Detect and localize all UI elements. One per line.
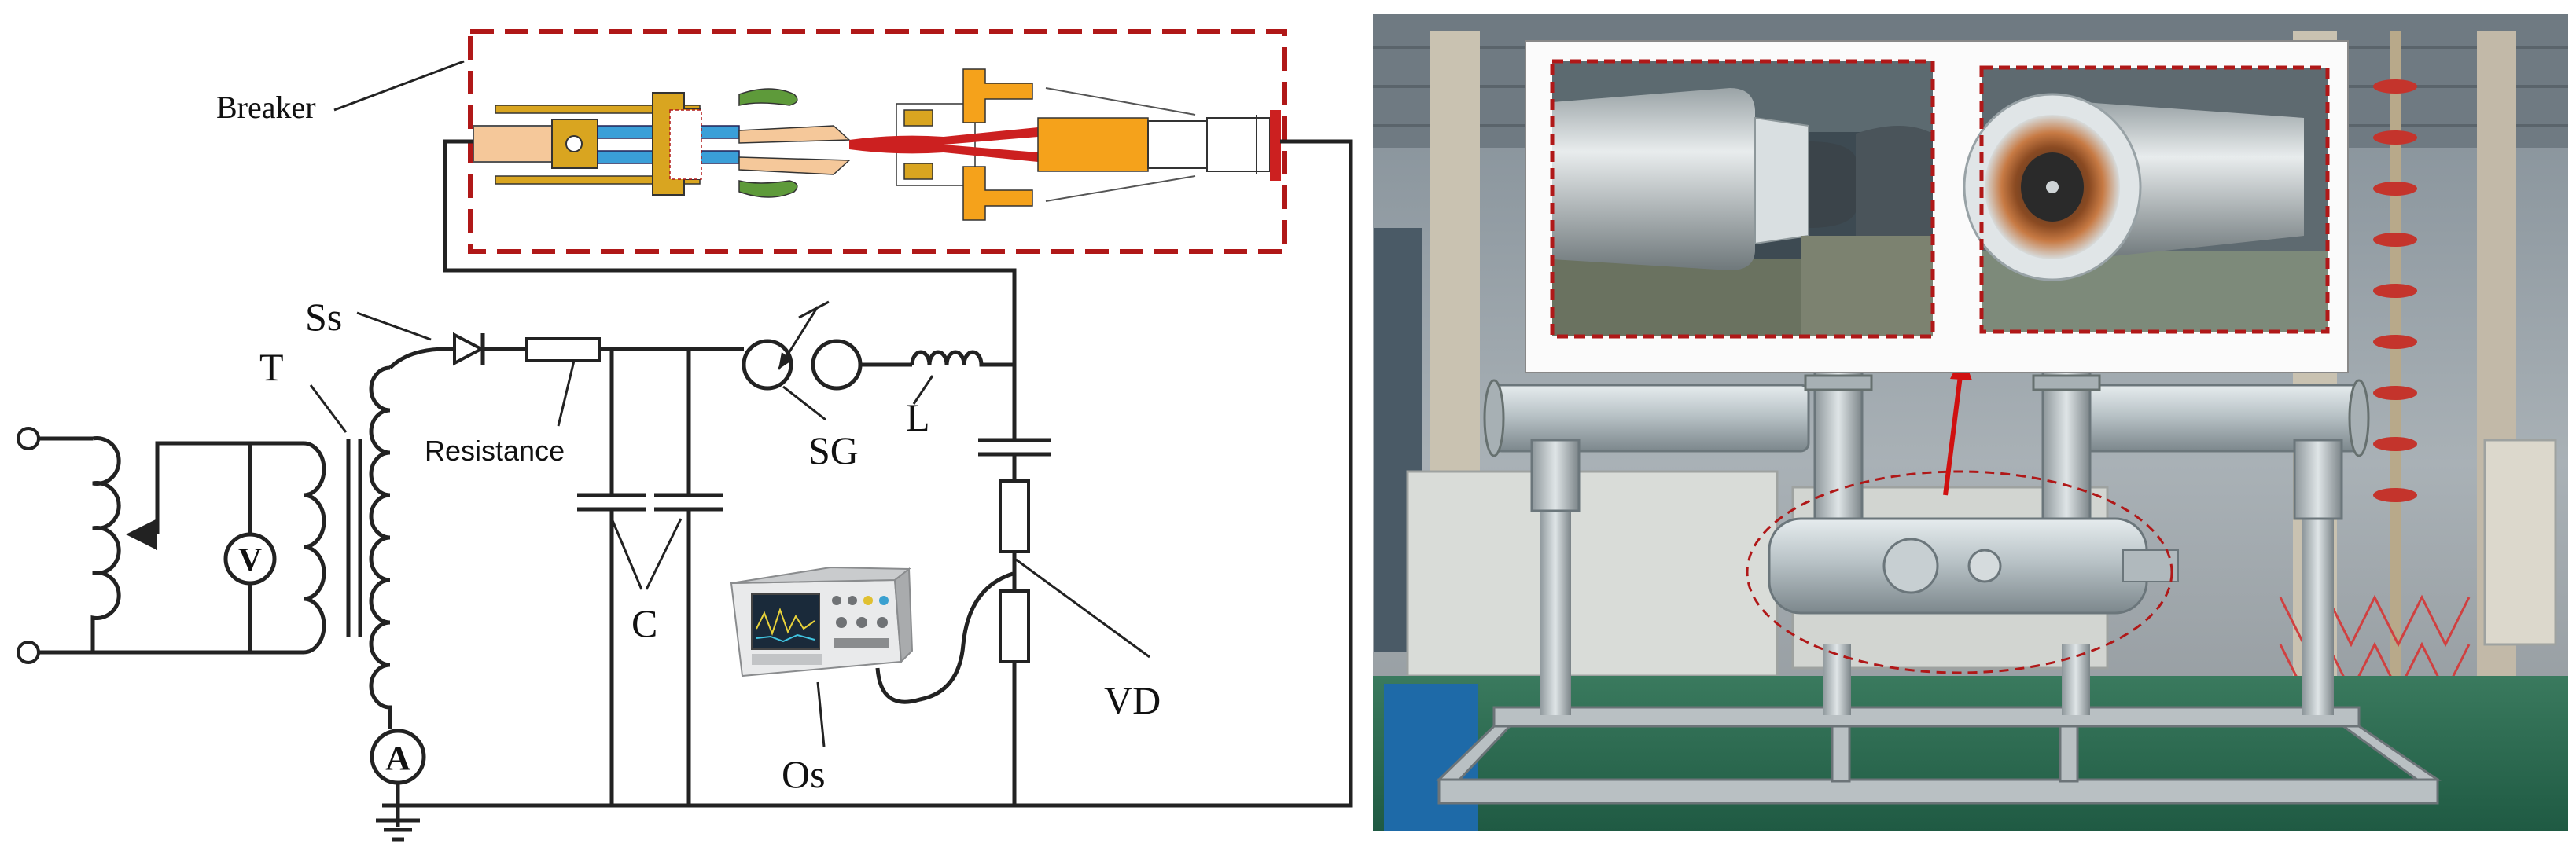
regulator-tap-arrow: [126, 519, 157, 550]
input-terminal-bottom[interactable]: [17, 641, 40, 664]
os-leader-line: [816, 681, 826, 747]
breaker-cross-section: [473, 68, 1281, 221]
vd-resistor-lower: [999, 589, 1030, 663]
label-breaker: Breaker: [216, 90, 316, 125]
support-frame: [1436, 706, 2442, 805]
l-leader-line: [912, 375, 934, 405]
breaker-leader-line: [333, 60, 465, 112]
resistance: [525, 337, 601, 362]
label-os: Os: [782, 752, 826, 796]
wire-breaker-right-lead: [382, 139, 1353, 808]
spark-gap-trigger-arrow: [778, 352, 793, 369]
breaker-highlight-ellipse: [1746, 470, 2173, 674]
inset-pointer-arrow-line: [1943, 369, 1963, 496]
regulator-coil: [90, 436, 121, 652]
spark-gap-sphere-left: [742, 339, 793, 391]
ammeter-symbol: A: [385, 739, 410, 777]
label-resistance: Resistance: [425, 435, 565, 467]
voltmeter: [223, 532, 277, 586]
spark-gap-sphere-right: [811, 339, 863, 391]
vd-resistor-upper: [999, 479, 1030, 553]
circuit-schematic: Breaker: [17, 29, 1353, 842]
oscilloscope-probe-cable: [875, 571, 1014, 704]
voltmeter-symbol: V: [238, 542, 262, 578]
ss-leader-line: [356, 311, 432, 341]
wire-breaker-left-lead: [443, 139, 1017, 369]
gis-breaker-chamber: [1768, 517, 2148, 615]
label-sg: SG: [808, 428, 859, 472]
resistance-leader-line: [557, 360, 576, 427]
c-leader-line-1: [610, 518, 643, 590]
support-leg-1: [1540, 503, 1571, 715]
label-t: T: [259, 345, 284, 389]
inductor-coil: [910, 350, 1014, 367]
input-terminal-top[interactable]: [17, 427, 40, 450]
oscilloscope: [730, 566, 914, 677]
c-leader-line-2: [645, 518, 683, 590]
transformer-primary-coil: [303, 441, 326, 655]
support-leg-3: [2062, 644, 2090, 715]
label-l: L: [906, 395, 930, 439]
label-vd: VD: [1104, 678, 1161, 722]
vd-leader-line: [1015, 558, 1150, 659]
label-c: C: [631, 601, 657, 645]
inset-contact-closeup: [1550, 59, 1935, 339]
label-ss: Ss: [305, 295, 342, 339]
transformer-secondary-coil: [369, 365, 392, 729]
support-leg-4: [2302, 511, 2334, 715]
test-setup-photo: [1373, 14, 2568, 831]
photo-floor: [1373, 676, 2568, 831]
ss-diode-triangle: [453, 332, 485, 366]
inset-ring-contact-closeup: [1963, 65, 2330, 334]
insulator-column: [2373, 31, 2417, 723]
sg-leader-line: [782, 385, 826, 421]
